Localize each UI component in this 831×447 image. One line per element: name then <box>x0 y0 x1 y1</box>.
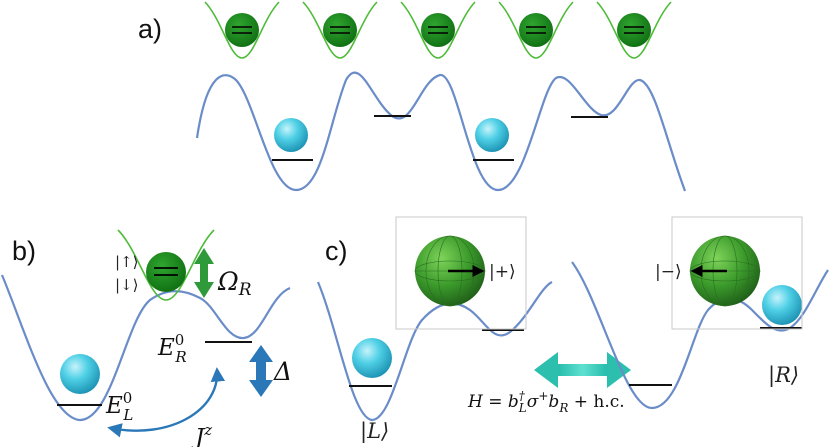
ket-up-label: |↑⟩ <box>115 253 138 271</box>
bloch-sphere-icon <box>689 235 761 307</box>
green-atom-icon <box>146 252 186 292</box>
double-well-potential-b <box>0 274 291 422</box>
bloch-sphere-icon <box>414 235 486 307</box>
bloch-box-minus <box>671 216 803 330</box>
bloch-box-plus <box>395 216 527 330</box>
cyan-atom-icon <box>274 118 308 152</box>
green-traps-a <box>204 1 672 59</box>
omega-arrow-icon <box>194 248 214 298</box>
jz-label: Jz <box>191 421 212 447</box>
green-atom-icon <box>225 13 259 47</box>
green-atom-icon <box>421 13 455 47</box>
cyan-atom-icon <box>762 285 802 325</box>
double-arrow-icon <box>534 352 631 388</box>
green-atoms-a <box>225 13 651 47</box>
green-atom-icon <box>323 13 357 47</box>
panel-c-label: c) <box>325 236 348 266</box>
ket-down-label: |↓⟩ <box>115 276 138 294</box>
cyan-atom-icon <box>475 118 509 152</box>
ket-plus-label: |+⟩ <box>489 262 516 282</box>
ket-minus-label: |−⟩ <box>655 262 682 282</box>
panel-a: a) <box>138 1 687 192</box>
cyan-atom-icon <box>60 354 100 394</box>
green-atom-icon <box>617 13 651 47</box>
cyan-atom-icon <box>352 338 392 378</box>
ket-l-label: |L⟩ <box>360 419 389 444</box>
hamiltonian-label: H = b†Lσ+bR + h.c. <box>467 389 625 415</box>
lattice-potential-a <box>195 71 687 192</box>
delta-arrow-icon <box>249 345 273 397</box>
panel-a-label: a) <box>138 14 162 44</box>
ket-r-label: |R⟩ <box>768 363 799 388</box>
green-atom-icon <box>519 13 553 47</box>
double-well-potential-c-left <box>316 281 553 422</box>
delta-symbol: Δ <box>273 357 292 386</box>
jz-arrow-icon <box>107 367 226 438</box>
panel-c: c) |L⟩ |+⟩ H = b†Lσ+bR + h.c. <box>316 216 829 444</box>
green-trap-b <box>117 229 215 301</box>
omega-r-symbol: ΩR <box>217 267 252 300</box>
panel-b-label: b) <box>12 236 36 266</box>
